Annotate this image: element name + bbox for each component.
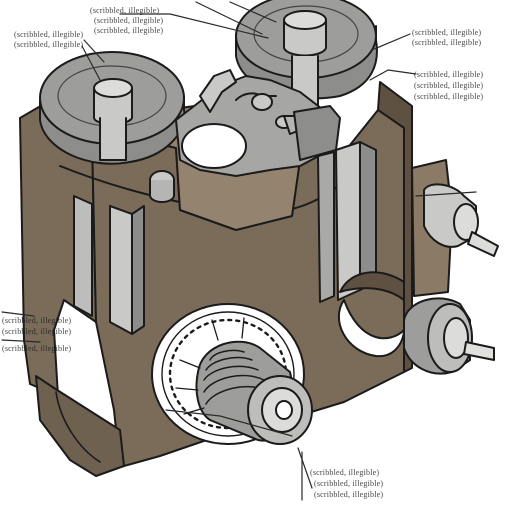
rod-center xyxy=(109,205,133,335)
callout-top-center-a: (scribbled, illegible) xyxy=(90,6,160,15)
right-fittings xyxy=(338,159,499,375)
central-bore xyxy=(181,123,247,169)
callout-right-a: (scribbled, illegible) xyxy=(414,70,484,79)
guide-rods xyxy=(73,141,377,335)
callout-top-right-b: (scribbled, illegible) xyxy=(412,38,482,47)
callout-top-center-c: (scribbled, illegible) xyxy=(94,26,164,35)
callout-bottom-b: (scribbled, illegible) xyxy=(314,479,384,488)
rod-right-outer xyxy=(317,151,335,303)
link-arm xyxy=(199,69,237,113)
left-wheel xyxy=(39,51,186,165)
cylinder-head xyxy=(149,69,341,203)
callout-top-left-b: (scribbled, illegible) xyxy=(14,40,84,49)
callout-bottom-c: (scribbled, illegible) xyxy=(314,490,384,499)
callout-left-c: (scribbled, illegible) xyxy=(2,344,72,353)
leader-lines xyxy=(1,1,477,501)
callout-bottom-a: (scribbled, illegible) xyxy=(310,468,380,477)
right-wheel-hub xyxy=(283,19,327,57)
callout-top-right-a: (scribbled, illegible) xyxy=(412,28,482,37)
callout-right-b: (scribbled, illegible) xyxy=(414,81,484,90)
callout-left-b: (scribbled, illegible) xyxy=(2,327,72,336)
callout-top-center-b: (scribbled, illegible) xyxy=(94,16,164,25)
callout-top-left-a: (scribbled, illegible) xyxy=(14,30,84,39)
rod-left xyxy=(73,195,93,317)
callout-right-c: (scribbled, illegible) xyxy=(414,92,484,101)
callout-left-a: (scribbled, illegible) xyxy=(2,316,72,325)
